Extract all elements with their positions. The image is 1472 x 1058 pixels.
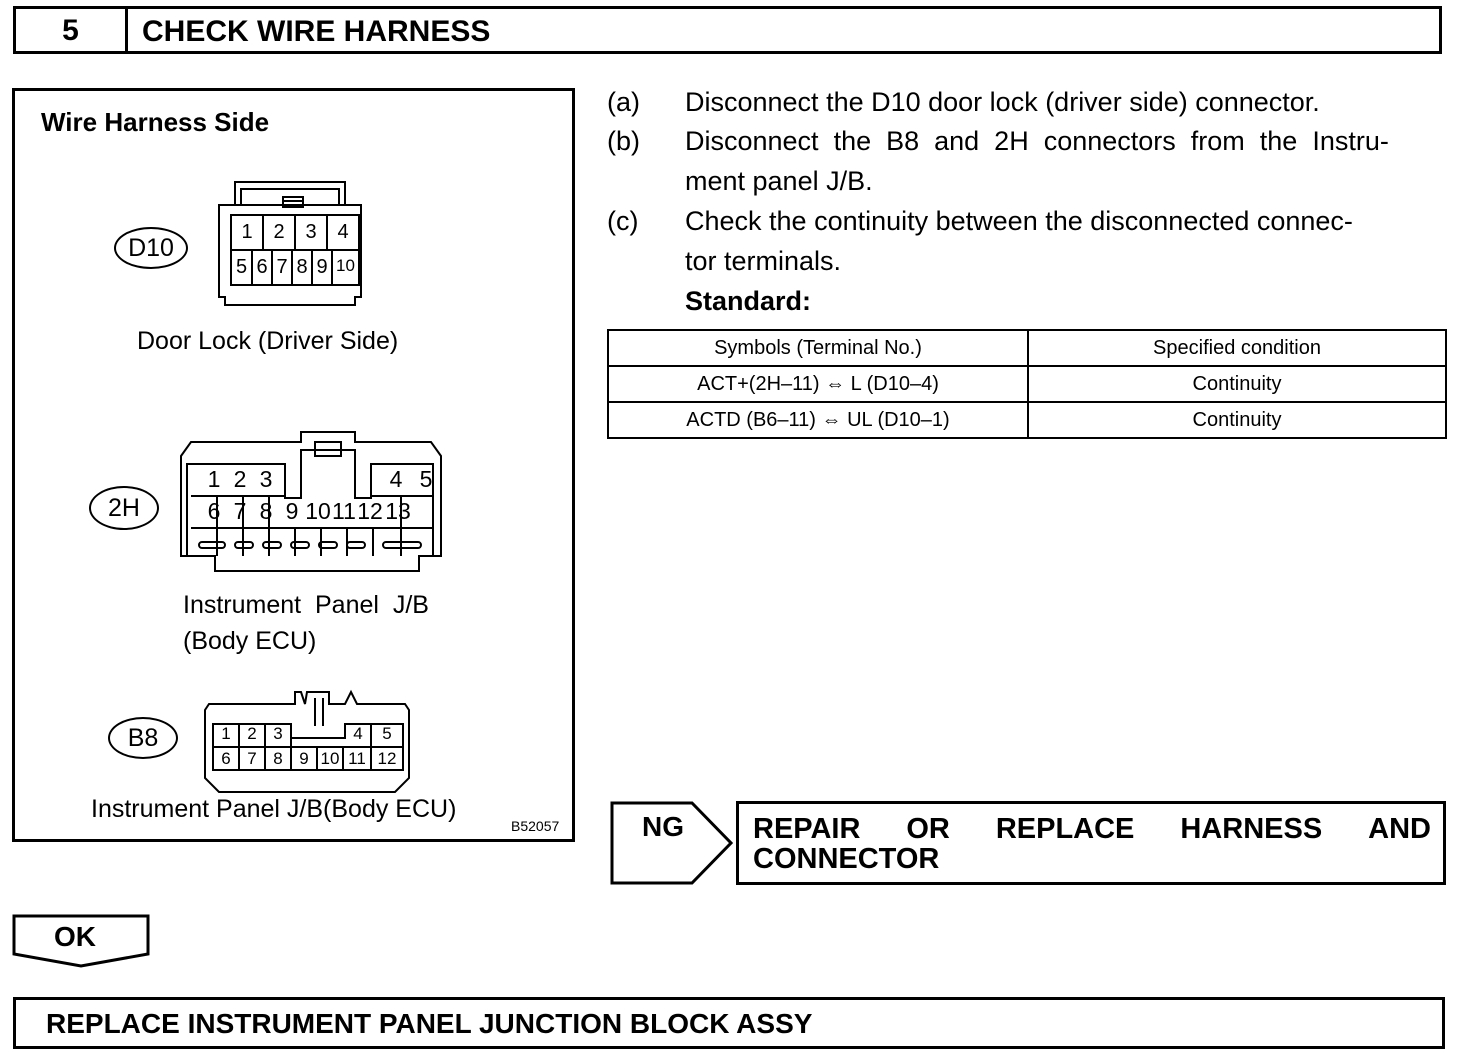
terminal: 2 [233, 466, 247, 492]
terminal: 11 [348, 749, 366, 768]
terminal: 7 [276, 256, 288, 278]
terminal: 4 [353, 724, 363, 743]
terminal: 2 [247, 724, 257, 743]
final-action-box: REPLACE INSTRUMENT PANEL JUNCTION BLOCK … [13, 997, 1445, 1049]
terminal: 1 [207, 466, 221, 492]
terminal: 3 [305, 221, 317, 243]
b8-terminals: 1 2 3 4 5 6 7 8 9 10 11 12 [213, 724, 403, 770]
terminal: 10 [320, 749, 340, 768]
terminal: 8 [273, 749, 283, 768]
ok-label: OK [12, 914, 150, 968]
d10-caption: Door Lock (Driver Side) [137, 327, 399, 355]
instruction-c-cont: tor terminals. [685, 246, 842, 276]
terminal: 1 [221, 724, 231, 743]
terminal: 8 [296, 256, 308, 278]
table-cell: Continuity [1027, 401, 1447, 439]
arrow-down-icon [12, 914, 150, 968]
terminal: 9 [316, 256, 328, 278]
terminal: 7 [247, 749, 257, 768]
terminal: 4 [337, 221, 349, 243]
terminal: 6 [221, 749, 231, 768]
b8-caption: Instrument Panel J/B(Body ECU) [91, 795, 457, 823]
instruction-letter: (c) [607, 206, 639, 236]
wire-harness-figure: Wire Harness Side D10 1 2 3 4 5 6 7 8 [12, 88, 575, 842]
table-row: ACT+(2H–11) ⇔ L (D10–4) Continuity [607, 365, 1447, 403]
terminal: 8 [259, 498, 273, 524]
ng-action-word: REPAIR [753, 813, 861, 845]
terminal: 5 [382, 724, 392, 743]
standard-label: Standard: [685, 286, 812, 316]
terminal: 6 [256, 256, 268, 278]
instruction-c: (c) Check the continuity between the disc… [607, 201, 1447, 241]
ng-action-box: REPAIR OR REPLACE HARNESS AND CONNECTOR [736, 801, 1446, 885]
ng-action-line1: REPAIR OR REPLACE HARNESS AND [753, 814, 1431, 844]
2h-terminals: 1 2 3 4 5 6 7 8 9 10 11 12 13 [191, 463, 443, 553]
connector-code-2h: 2H [89, 486, 159, 530]
2h-caption-line2: (Body ECU) [183, 627, 317, 655]
terminal: 3 [259, 466, 273, 492]
step-number: 5 [16, 9, 128, 51]
instruction-letter: (a) [607, 87, 640, 117]
table-header-row: Symbols (Terminal No.) Specified conditi… [607, 329, 1447, 367]
ng-action-word: REPLACE [995, 813, 1135, 845]
terminal: 3 [273, 724, 283, 743]
arrow-right-icon [610, 801, 733, 885]
table-cell: ACTD (B6–11) ⇔ UL (D10–1) [607, 401, 1029, 439]
terminal: 4 [389, 466, 403, 492]
door-lock-connector-icon [218, 181, 362, 306]
terminal: 5 [235, 256, 248, 278]
terminal: 7 [233, 498, 247, 524]
terminal: 10 [336, 256, 355, 275]
connector-code-d10: D10 [114, 227, 188, 269]
terminal: 2 [273, 221, 285, 243]
instruction-a: (a) Disconnect the D10 door lock (driver … [607, 82, 1447, 122]
instruction-letter: (b) [607, 126, 640, 156]
terminal: 13 [385, 498, 411, 524]
figure-code: B52057 [511, 818, 560, 834]
instrument-panel-connector-2h-icon [180, 431, 442, 572]
figure-title: Wire Harness Side [41, 107, 270, 137]
terminal: 9 [299, 749, 309, 768]
column-header: Specified condition [1027, 329, 1447, 367]
ng-action-line2: CONNECTOR [753, 843, 940, 875]
terminal: 1 [241, 221, 253, 243]
spec-table: Symbols (Terminal No.) Specified conditi… [607, 329, 1447, 439]
ng-action-word: OR [906, 813, 950, 845]
terminal: 5 [419, 466, 433, 492]
d10-terminals: 1 2 3 4 5 6 7 8 9 10 [231, 215, 359, 285]
terminal: 9 [285, 498, 299, 524]
ng-action-word: HARNESS [1180, 813, 1323, 845]
instruction-text: Disconnect the D10 door lock (driver sid… [685, 87, 1320, 117]
ng-text: NG [642, 811, 684, 842]
ng-label: NG [610, 801, 733, 885]
connector-code-b8: B8 [108, 717, 178, 759]
step-header: 5 CHECK WIRE HARNESS [13, 6, 1442, 54]
terminal: 6 [207, 498, 221, 524]
terminal: 12 [357, 498, 383, 524]
table-cell: ACT+(2H–11) ⇔ L (D10–4) [607, 365, 1029, 403]
2h-caption-line1: Instrument Panel J/B [183, 591, 429, 619]
column-header: Symbols (Terminal No.) [607, 329, 1029, 367]
terminal: 11 [332, 498, 356, 524]
instruction-text: Disconnect the B8 and 2H connectors from… [685, 126, 1389, 156]
ng-action-word: AND [1368, 813, 1431, 845]
instruction-b-cont: ment panel J/B. [685, 166, 873, 196]
table-row: ACTD (B6–11) ⇔ UL (D10–1) Continuity [607, 401, 1447, 439]
instruction-text: Check the continuity between the disconn… [685, 206, 1353, 236]
table-cell: Continuity [1027, 365, 1447, 403]
terminal: 10 [305, 498, 331, 524]
ok-text: OK [54, 921, 96, 952]
step-title: CHECK WIRE HARNESS [142, 15, 491, 48]
instruction-b: (b) Disconnect the B8 and 2H connectors f… [607, 121, 1447, 161]
instrument-panel-connector-b8-icon [204, 689, 410, 793]
terminal: 12 [377, 749, 397, 768]
